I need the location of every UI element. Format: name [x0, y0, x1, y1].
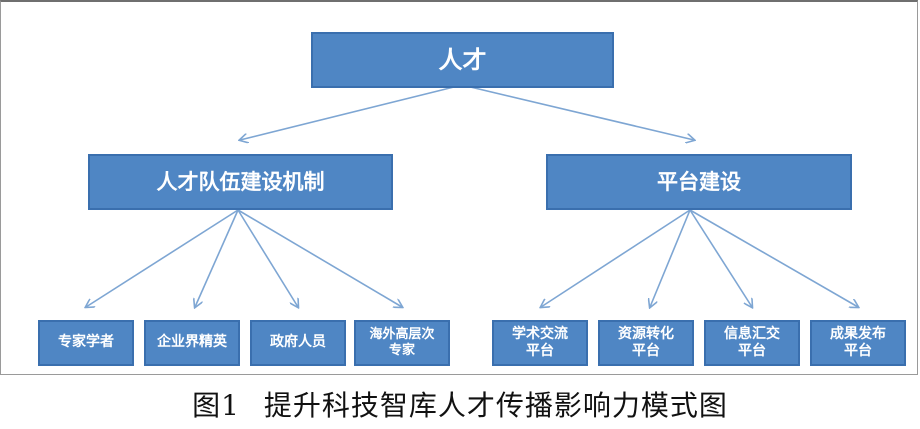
leaf-node-label: 学术交流 平台 — [512, 325, 568, 360]
branch-node-talent-mechanism: 人才队伍建设机制 — [88, 154, 393, 210]
figure-number: 图1 — [192, 389, 240, 422]
leaf-node: 企业界精英 — [144, 320, 240, 366]
leaf-node: 政府人员 — [250, 320, 346, 366]
branch-node-label: 人才队伍建设机制 — [156, 169, 325, 194]
leaf-node-label: 资源转化 平台 — [618, 325, 674, 360]
figure-title: 提升科技智库人才传播影响力模式图 — [263, 389, 728, 422]
root-node-label: 人才 — [438, 46, 487, 74]
figure-caption: 图1 提升科技智库人才传播影响力模式图 — [0, 384, 920, 424]
leaf-node: 学术交流 平台 — [492, 320, 588, 366]
leaf-node: 资源转化 平台 — [598, 320, 694, 366]
leaf-node-label: 海外高层次 专家 — [369, 326, 435, 358]
leaf-node-label: 政府人员 — [270, 334, 326, 351]
root-node: 人才 — [311, 32, 614, 88]
leaf-node-label: 信息汇交 平台 — [724, 325, 780, 360]
leaf-node-label: 企业界精英 — [157, 334, 227, 351]
leaf-node: 成果发布 平台 — [810, 320, 906, 366]
leaf-node: 海外高层次 专家 — [354, 320, 450, 366]
branch-node-platform-building: 平台建设 — [546, 154, 852, 210]
leaf-node-label: 专家学者 — [58, 334, 114, 351]
leaf-node: 专家学者 — [38, 320, 134, 366]
leaf-node-label: 成果发布 平台 — [830, 325, 886, 360]
branch-node-label: 平台建设 — [657, 169, 741, 194]
leaf-node: 信息汇交 平台 — [704, 320, 800, 366]
